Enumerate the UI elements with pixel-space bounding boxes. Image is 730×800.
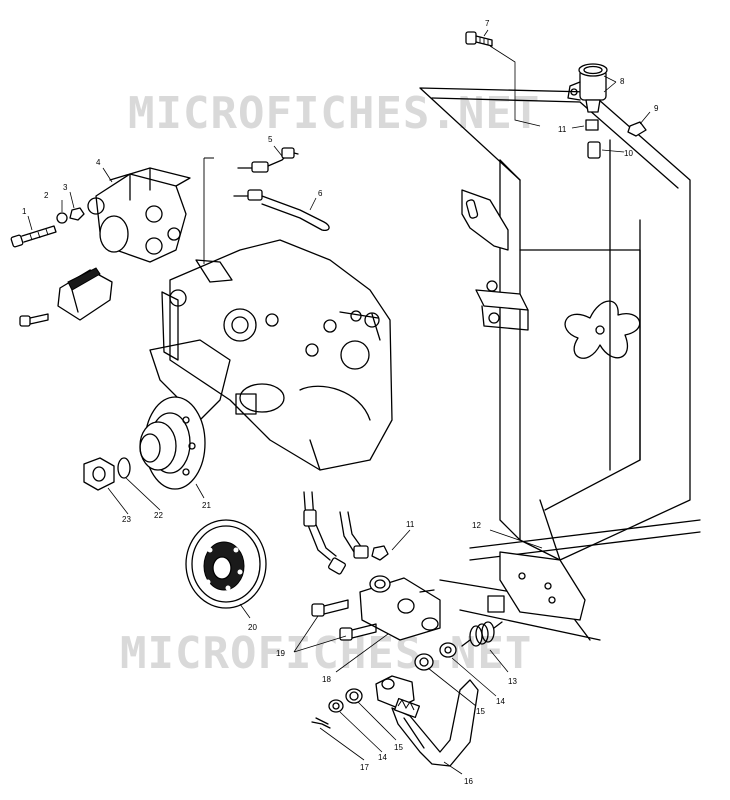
callout-11-lower: 11 bbox=[406, 520, 415, 529]
bolt-19-upper bbox=[311, 599, 349, 617]
callout-3: 3 bbox=[63, 183, 68, 192]
callout-1: 1 bbox=[22, 207, 27, 216]
washer-14-right bbox=[439, 642, 457, 658]
brake-line-5 bbox=[237, 147, 299, 173]
brake-hose-6 bbox=[233, 189, 330, 232]
callout-21: 21 bbox=[202, 501, 211, 510]
callout-5: 5 bbox=[268, 135, 273, 144]
callout-12: 12 bbox=[472, 521, 481, 530]
brake-pedal-16 bbox=[375, 675, 479, 767]
callout-22: 22 bbox=[154, 511, 163, 520]
washer-14-left bbox=[328, 699, 344, 713]
bushing-15-right bbox=[414, 653, 434, 671]
callout-13: 13 bbox=[508, 677, 517, 686]
brake-pad bbox=[57, 267, 113, 321]
guide-line-caliper bbox=[203, 157, 214, 264]
callout-10: 10 bbox=[624, 149, 633, 158]
callout-16: 16 bbox=[464, 777, 473, 786]
bolt-pad bbox=[19, 313, 49, 327]
spring-13 bbox=[461, 621, 503, 647]
bolt-7 bbox=[465, 31, 493, 47]
watermark-bottom: MICROFICHES.NET bbox=[120, 628, 532, 679]
bushing-15-left bbox=[345, 688, 363, 704]
brake-disc-21 bbox=[139, 396, 206, 490]
callout-15-right: 15 bbox=[476, 707, 485, 716]
nut-11-lower bbox=[371, 545, 389, 561]
transmission-housing bbox=[149, 239, 393, 471]
washer-2 bbox=[56, 212, 68, 224]
callout-20: 20 bbox=[248, 623, 257, 632]
callout-6: 6 bbox=[318, 189, 323, 198]
bolt-1 bbox=[10, 225, 57, 248]
callout-numbers: 7 8 9 11 10 4 5 6 2 3 1 11 12 13 14 15 2… bbox=[22, 19, 659, 786]
watermark-top: MICROFICHES.NET bbox=[128, 88, 540, 139]
leader-lines bbox=[27, 29, 651, 775]
brake-cables bbox=[303, 491, 389, 575]
callout-14-right: 14 bbox=[496, 697, 505, 706]
caliper-assembly bbox=[87, 167, 191, 263]
washer-22 bbox=[117, 457, 131, 479]
cotter-pin-17 bbox=[311, 717, 331, 729]
nut-23 bbox=[83, 457, 115, 491]
callout-17: 17 bbox=[360, 763, 369, 772]
callout-15-left: 15 bbox=[394, 743, 403, 752]
nut-3 bbox=[69, 207, 85, 221]
callout-18: 18 bbox=[322, 675, 331, 684]
nut-11-top bbox=[585, 119, 599, 131]
fitting-10 bbox=[587, 141, 601, 159]
callout-19: 19 bbox=[276, 649, 285, 658]
callout-2: 2 bbox=[44, 191, 49, 200]
callout-23: 23 bbox=[122, 515, 131, 524]
callout-7: 7 bbox=[485, 19, 490, 28]
callout-11-top: 11 bbox=[558, 125, 567, 134]
master-cylinder bbox=[567, 63, 608, 113]
pedal-pivot-18 bbox=[359, 575, 441, 641]
brake-rotor-20 bbox=[185, 519, 267, 609]
callout-4: 4 bbox=[96, 158, 101, 167]
callout-9: 9 bbox=[654, 104, 659, 113]
nut-9 bbox=[627, 121, 647, 137]
frame bbox=[419, 87, 701, 641]
callout-8: 8 bbox=[620, 77, 625, 86]
callout-14-left: 14 bbox=[378, 753, 387, 762]
